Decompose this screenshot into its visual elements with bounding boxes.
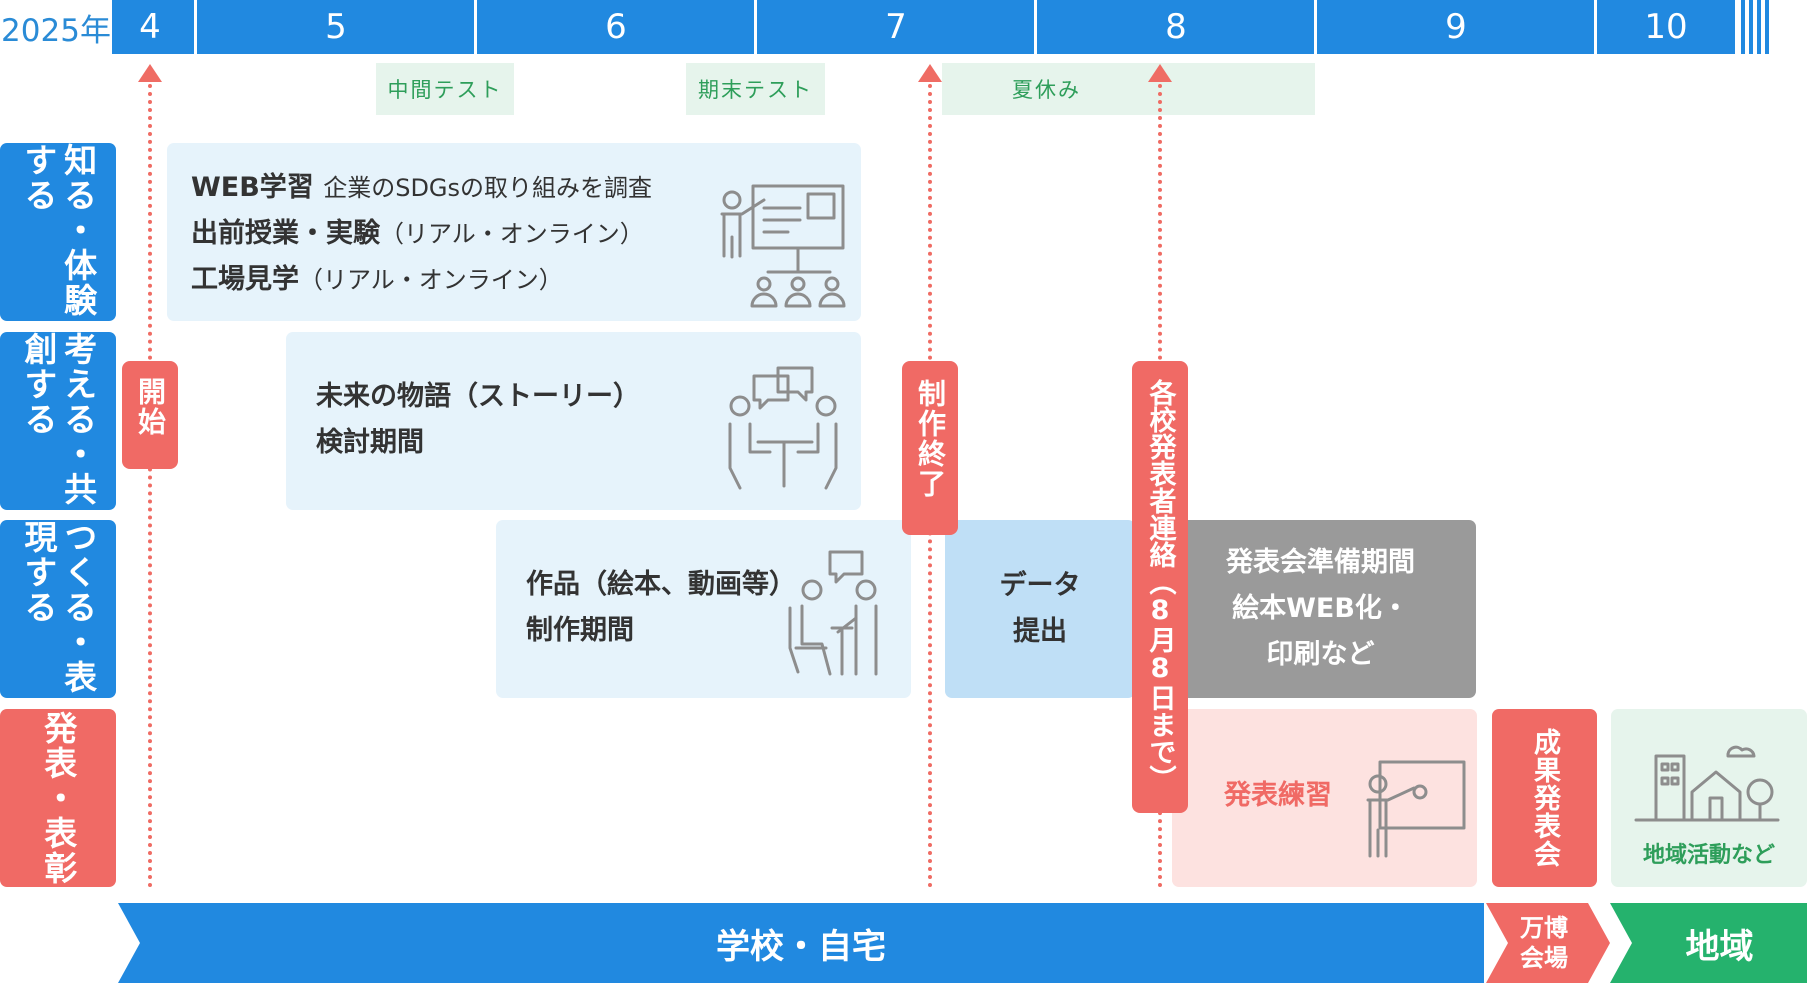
web-learning-desc: 企業のSDGsの取り組みを調査 (323, 174, 653, 202)
panel-data-submit: データ 提出 (945, 520, 1135, 698)
panel-prep: 発表会準備期間 絵本WEB化・ 印刷など (1165, 520, 1476, 698)
panel-results: 成果発表会 (1492, 709, 1597, 887)
month-9: 9 (1445, 7, 1467, 47)
story-label: 未来の物語（ストーリー） (316, 381, 640, 412)
month-divider (194, 0, 197, 54)
year-label: 2025年 (1, 12, 111, 49)
event-summer: 夏休み (942, 63, 1315, 115)
discussion-icon (728, 366, 838, 490)
row-label-think: 考える・共創する (0, 332, 116, 510)
row-label-present: 発表・表彰 (0, 709, 116, 887)
creation-icon (788, 550, 878, 676)
venue-arrows (118, 903, 1807, 983)
month-divider (1594, 0, 1597, 54)
printing-label: 印刷など (1266, 639, 1375, 670)
event-midterm: 中間テスト (376, 63, 514, 115)
venue-region: 地域 (1685, 926, 1754, 967)
web-learning-label: WEB学習 (191, 172, 314, 203)
web-conversion-label: 絵本WEB化・ (1232, 593, 1409, 624)
local-label: 地域活動など (1642, 843, 1775, 868)
timeline-bar (112, 0, 1736, 54)
practice-label: 発表練習 (1224, 780, 1332, 811)
timeline-end-mark (1741, 0, 1745, 54)
factory-tour-desc: （リアル・オンライン） (299, 266, 563, 294)
month-divider (1034, 0, 1037, 54)
timeline-end-mark (1749, 0, 1753, 54)
factory-tour-label: 工場見学 (191, 264, 299, 295)
month-7: 7 (885, 7, 907, 47)
visiting-class-label: 出前授業・実験 (191, 218, 380, 249)
month-10: 10 (1644, 7, 1688, 47)
arrow-up-icon (1148, 64, 1172, 82)
milestone-contact: 各校発表者連絡（8月8日まで） (1132, 361, 1188, 813)
timeline-end-mark (1757, 0, 1761, 54)
panel-think: 未来の物語（ストーリー） 検討期間 (286, 332, 861, 510)
milestone-start: 開始 (122, 361, 178, 469)
month-8: 8 (1165, 7, 1187, 47)
panel-make: 作品（絵本、動画等） 制作期間 (496, 520, 911, 698)
timeline-end-mark (1765, 0, 1769, 54)
month-6: 6 (605, 7, 627, 47)
milestone-production-end: 制作終了 (902, 361, 958, 535)
month-5: 5 (325, 7, 347, 47)
month-divider (754, 0, 757, 54)
start-line (148, 84, 152, 888)
prep-period-label: 発表会準備期間 (1226, 547, 1415, 578)
arrow-up-icon (918, 64, 942, 82)
production-period-label: 制作期間 (526, 615, 634, 646)
row-label-know: 知る・体験する (0, 143, 116, 321)
row-label-make: つくる・表現する (0, 520, 116, 698)
data-label: データ (999, 570, 1081, 601)
town-icon (1634, 745, 1780, 822)
arrow-up-icon (138, 64, 162, 82)
panel-know: WEB学習 企業のSDGsの取り組みを調査 出前授業・実験（リアル・オンライン）… (167, 143, 861, 321)
work-label: 作品（絵本、動画等） (526, 569, 796, 600)
review-period-label: 検討期間 (316, 427, 424, 458)
timeline-end-gap (1735, 0, 1741, 54)
month-divider (474, 0, 477, 54)
venue-school: 学校・自宅 (716, 926, 886, 967)
submit-label: 提出 (1013, 616, 1067, 647)
venue-expo: 万博会場 (1520, 914, 1568, 972)
panel-practice: 発表練習 (1172, 709, 1477, 887)
school-arrow-tip (1480, 903, 1484, 983)
month-divider (1314, 0, 1317, 54)
month-4: 4 (139, 7, 161, 47)
presentation-icon (1366, 760, 1466, 858)
lecture-icon (720, 184, 846, 308)
visiting-class-desc: （リアル・オンライン） (380, 220, 644, 248)
event-final: 期末テスト (686, 63, 825, 115)
